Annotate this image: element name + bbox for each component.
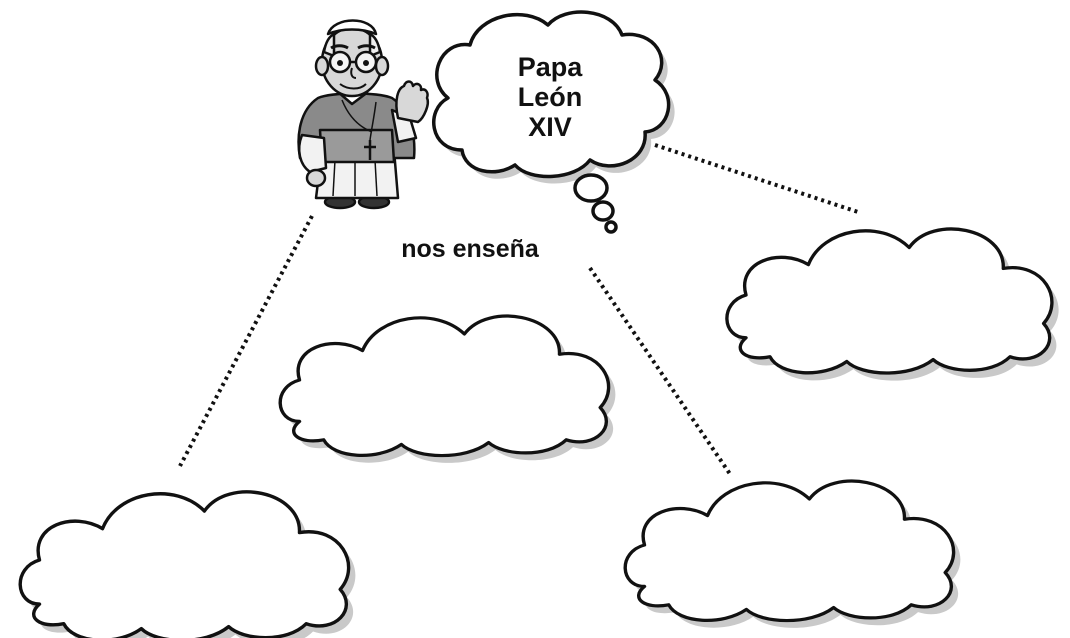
thought-bubble-text: Papa León XIV xyxy=(470,52,630,142)
connector-line-left xyxy=(178,215,314,467)
thought-line-1: Papa xyxy=(517,52,583,82)
subtitle-text: nos enseña xyxy=(401,235,539,263)
thought-line-3: XIV xyxy=(528,112,572,142)
pope-illustration-icon xyxy=(297,19,429,210)
answer-cloud-left-bottom[interactable] xyxy=(18,490,356,638)
answer-cloud-right-bottom[interactable] xyxy=(623,479,961,628)
answer-cloud-center[interactable] xyxy=(278,314,616,463)
thought-bubble-icon xyxy=(432,10,675,234)
connector-line-right-bottom xyxy=(588,266,732,476)
connector-line-right-top xyxy=(654,143,859,214)
thought-line-2: León xyxy=(517,82,583,112)
answer-cloud-right-top[interactable] xyxy=(725,227,1059,381)
